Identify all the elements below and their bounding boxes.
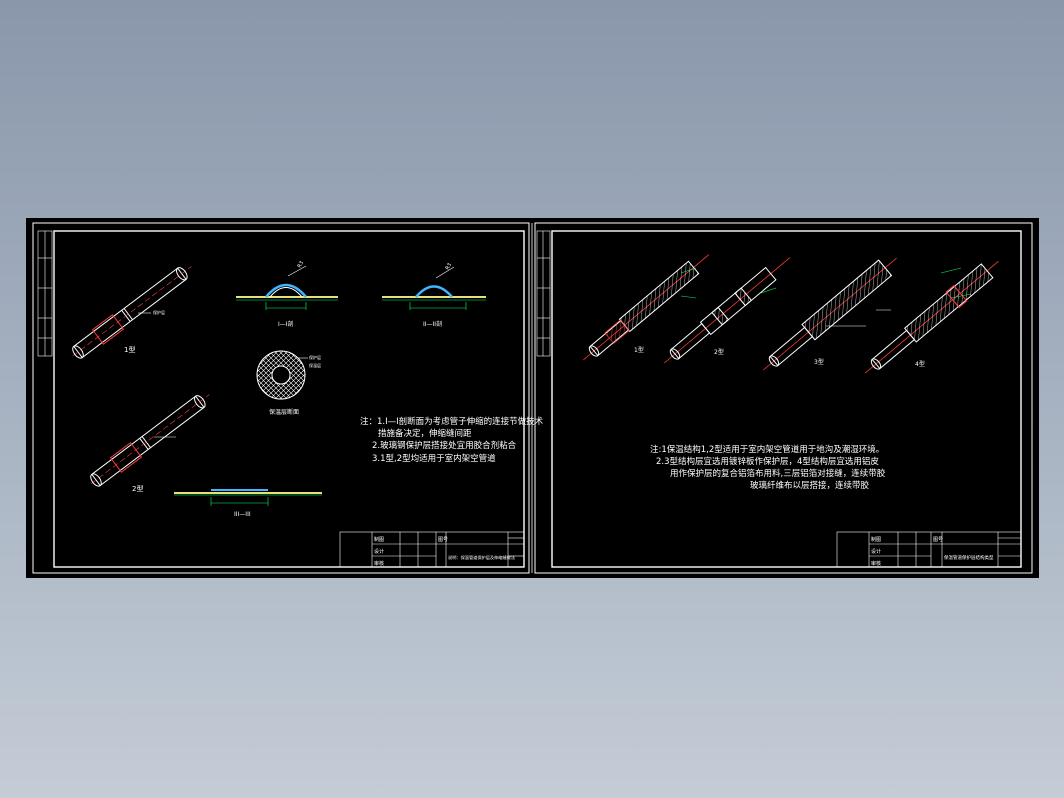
- svg-text:保温层: 保温层: [309, 362, 321, 368]
- sheet1-section-1: R3 I—I剖: [236, 260, 338, 328]
- sheet1-tb-drawno: 图号: [438, 537, 448, 543]
- svg-text:保护层: 保护层: [309, 354, 321, 360]
- svg-text:R3: R3: [297, 260, 306, 269]
- sheet2-title-block: [836, 531, 1022, 568]
- sheet2-type3-label: 3型: [814, 358, 824, 366]
- sheet2-note-3: 用作保护层的复合铝箔布用料,三层铝箔对接缝，连续带胶: [670, 468, 886, 479]
- sheet1-inner-border: [53, 230, 525, 568]
- svg-text:R3: R3: [445, 262, 454, 271]
- sheet1-section-2: R3 II—II剖: [382, 262, 486, 328]
- sheet1-fig1-pipe: [72, 266, 192, 359]
- sheet1-outer-border: [32, 222, 530, 574]
- sheet1-section2-label: II—II剖: [423, 320, 442, 328]
- sheet1-note-2: 措施备决定，伸缩缝间距: [378, 428, 472, 439]
- sheet1-section-3: III—III: [174, 489, 322, 518]
- sheet1-note-4: 3.1型,2型均适用于室内架空管道: [372, 453, 496, 464]
- drawing-svg: 保护层 1型 2型 R3 I—I剖: [32, 222, 1033, 574]
- sheet2-tb-row3: 审核: [871, 560, 881, 567]
- sheet-2: 1型 2型 3型 4: [534, 222, 1033, 574]
- sheet2-notes: 注:1保温结构1,2型适用于室内架空管道用于地沟及潮湿环境。 2.3型结构层宜选…: [650, 444, 886, 491]
- sheet2-type1-pipe: [583, 254, 710, 361]
- sheet2-inner-border: [551, 230, 1022, 568]
- sheet1-section3-label: III—III: [234, 511, 251, 518]
- sheet2-note-4: 玻璃纤维布以层搭接，连续带胶: [750, 480, 870, 491]
- sheet1-section1-label: I—I剖: [278, 320, 294, 328]
- sheet2-type2-pipe: [664, 257, 791, 364]
- sheet1-fig2-pipe: [90, 394, 210, 487]
- sheet1-notes: 注：1.I—I剖断面为考虑管子伸缩的连接节做技术 措施备决定，伸缩缝间距 2.玻…: [360, 416, 544, 464]
- sheet2-type1-label: 1型: [634, 346, 644, 354]
- sheet1-tb-row1: 制图: [374, 536, 384, 543]
- sheet1-tb-name: 说明：保温管道保护层及伸缩缝做法: [448, 554, 515, 561]
- sheet1-fig1-label: 1型: [124, 345, 135, 354]
- sheet2-type2-label: 2型: [714, 348, 724, 356]
- sheet2-type3-pipe: [763, 257, 897, 371]
- sheet1-ring-label: 保温层断面: [269, 408, 299, 416]
- sheet2-note-1: 注:1保温结构1,2型适用于室内架空管道用于地沟及潮湿环境。: [650, 444, 884, 455]
- sheet2-outer-border: [534, 222, 1033, 574]
- sheet1-fig2-label: 2型: [132, 484, 143, 493]
- sheet2-note-2: 2.3型结构层宜选用镀锌板作保护层，4型结构层宜选用铝皮: [656, 456, 879, 467]
- sheet1-binding-strip: [37, 230, 53, 357]
- sheet2-type4-label: 4型: [915, 360, 925, 368]
- sheet2-binding-strip: [536, 230, 551, 357]
- sheet1-tb-row2: 设计: [374, 548, 384, 555]
- sheet1-insulation-ring: 保护层 保温层 保温层断面: [256, 350, 321, 416]
- sheet1-note-1: 注：1.I—I剖断面为考虑管子伸缩的连接节做技术: [360, 416, 544, 427]
- sheet2-type4-pipe: [865, 260, 999, 374]
- sheet1-fig1-callout: 保护层: [153, 309, 165, 315]
- sheet2-tb-row2: 设计: [871, 548, 881, 555]
- sheet2-tb-drawno: 图号: [933, 537, 943, 543]
- sheet1-note-3: 2.玻璃钢保护层搭接处宜用胶合剂粘合: [372, 440, 517, 451]
- sheet2-tb-row1: 制图: [871, 536, 881, 543]
- cad-canvas[interactable]: 保护层 1型 2型 R3 I—I剖: [26, 218, 1039, 578]
- sheet1-tb-row3: 审核: [374, 560, 384, 567]
- sheet2-tb-name: 保温管道保护层结构类型: [944, 554, 994, 561]
- sheet-1: 保护层 1型 2型 R3 I—I剖: [32, 222, 544, 574]
- sheet1-title-block: [339, 531, 525, 568]
